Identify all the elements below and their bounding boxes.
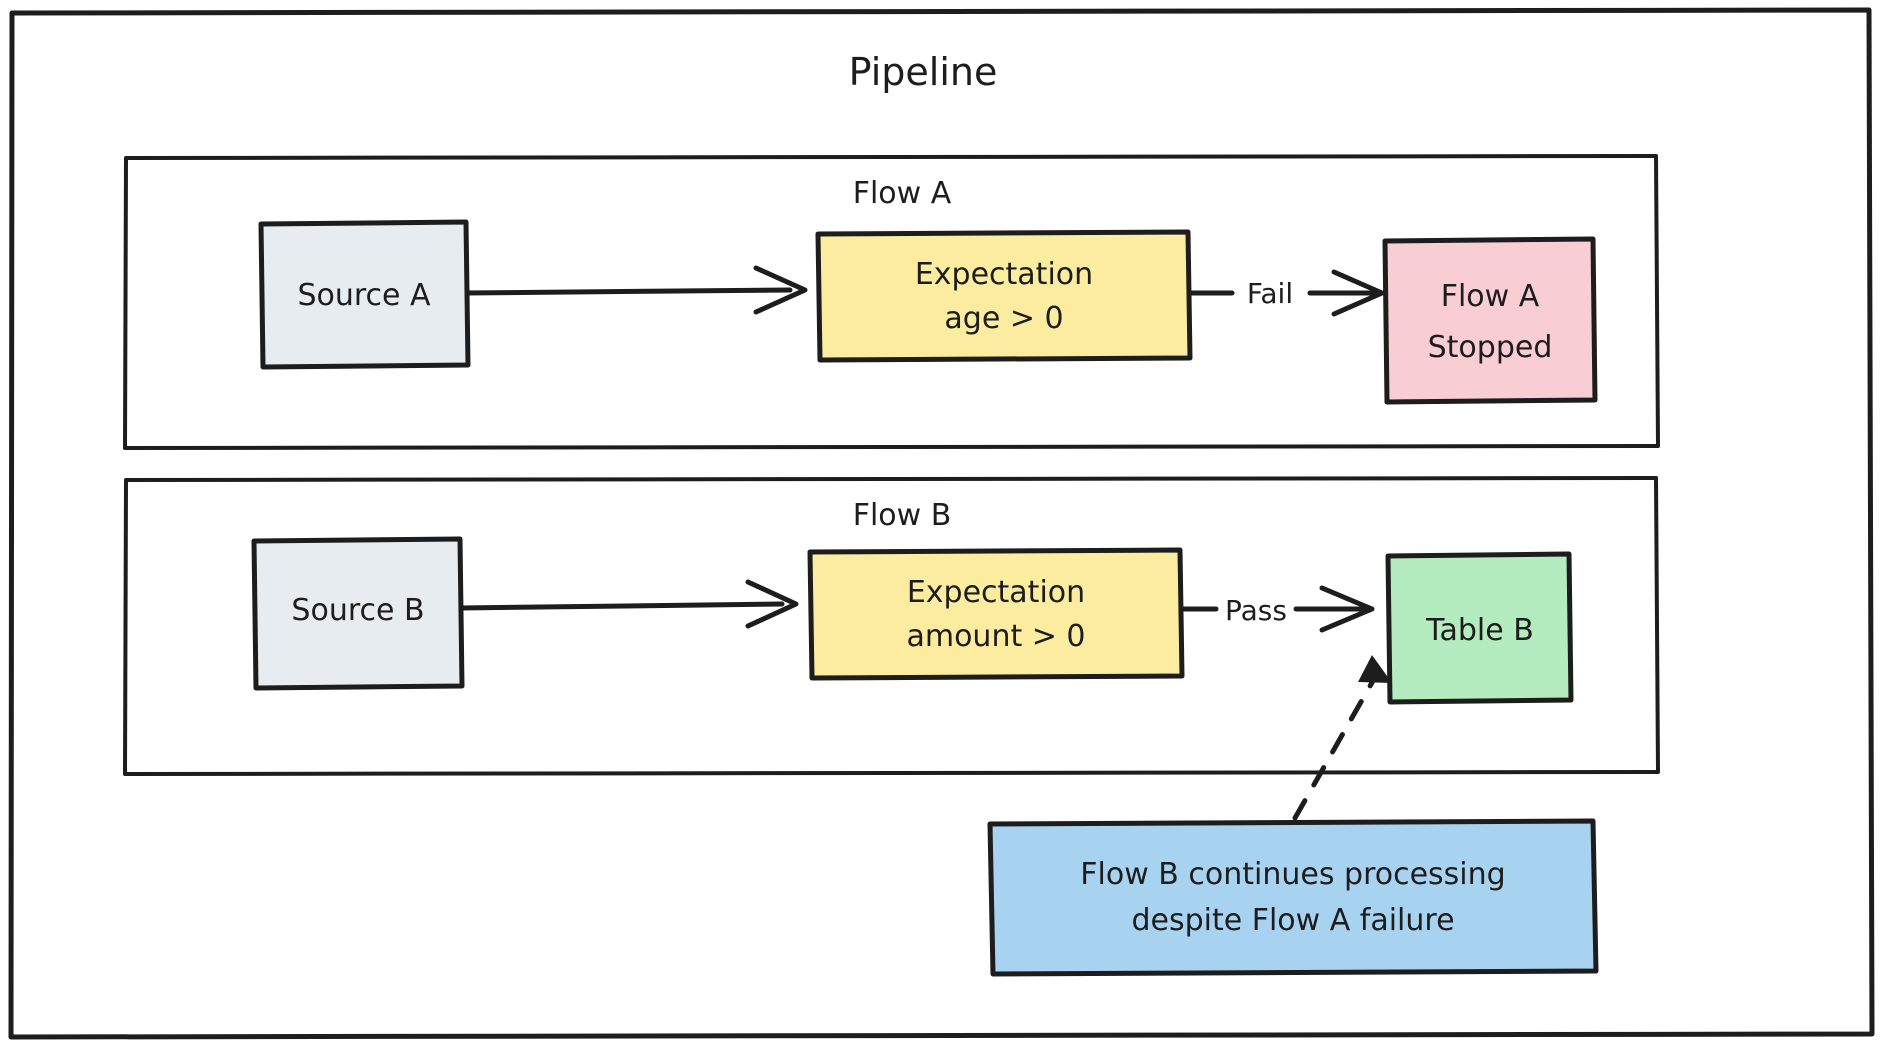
- node-flow-a-stopped-label-line2: Stopped: [1428, 330, 1553, 365]
- node-source-a-label: Source A: [297, 278, 431, 313]
- note-connector-dashed: [1292, 655, 1392, 821]
- edge-source-b-to-expectation-b: [457, 579, 799, 629]
- node-source-a[interactable]: Source A: [258, 219, 471, 370]
- note-flow-b-continues[interactable]: Flow B continues processing despite Flow…: [987, 818, 1599, 977]
- node-expectation-b[interactable]: Expectation amount > 0: [807, 547, 1185, 681]
- edge-label-fail: Fail: [1247, 277, 1293, 310]
- node-expectation-a-label-line2: age > 0: [944, 301, 1063, 336]
- edge-expectation-b-to-table-b: [1177, 585, 1375, 633]
- page-title: Pipeline: [849, 50, 998, 94]
- flow-b-group-label: Flow B: [853, 498, 952, 533]
- node-expectation-a-label-line1: Expectation: [915, 257, 1093, 292]
- node-table-b[interactable]: Table B: [1385, 551, 1574, 705]
- node-expectation-b-label-line1: Expectation: [907, 575, 1085, 610]
- note-label-line2: despite Flow A failure: [1131, 903, 1454, 938]
- edge-expectation-a-to-stopped: [1185, 269, 1385, 317]
- node-expectation-b-label-line2: amount > 0: [906, 619, 1085, 654]
- edge-source-a-to-expectation-a: [463, 265, 808, 315]
- node-expectation-a[interactable]: Expectation age > 0: [815, 229, 1193, 363]
- node-table-b-label: Table B: [1425, 613, 1534, 648]
- node-source-b[interactable]: Source B: [251, 536, 465, 691]
- flow-a-group-label: Flow A: [853, 176, 952, 211]
- flow-a-group: [123, 154, 1660, 450]
- node-source-b-label: Source B: [291, 593, 424, 628]
- node-flow-a-stopped[interactable]: Flow A Stopped: [1382, 236, 1598, 405]
- pipeline-container: [8, 7, 1875, 1040]
- node-flow-a-stopped-label-line1: Flow A: [1441, 279, 1540, 314]
- edge-label-pass: Pass: [1225, 594, 1287, 627]
- flow-b-group: [123, 476, 1660, 776]
- note-label-line1: Flow B continues processing: [1080, 857, 1505, 892]
